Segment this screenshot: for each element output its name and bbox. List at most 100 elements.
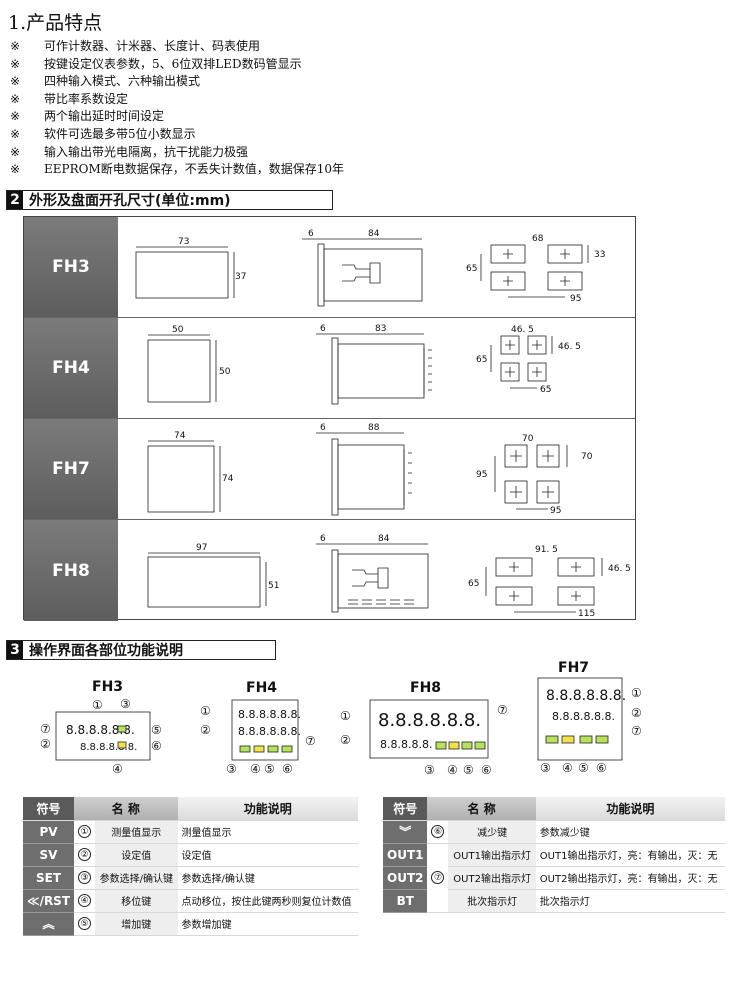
bezel [317,243,325,307]
fh8-drawings: 97 51 6 84 91. 5 46. 5 65 115 [147,534,631,619]
fh7-led [579,735,593,744]
feature-item: ※可作计数器、计米器、长度计、码表使用 [10,38,344,56]
table-row: SET ③ 参数选择/确认键 参数选择/确认键 [23,866,358,890]
dim-pitch-h: 95 [550,506,561,516]
cutout [500,362,520,382]
cutout [557,557,595,577]
section2-title: 外形及盘面开孔尺寸(单位:mm) [29,193,231,209]
connector [342,262,381,284]
feature-text: 输入输出带光电隔离，抗干扰能力极强 [44,144,249,159]
callout: ① [631,686,642,700]
row-symbol: OUT1 [383,843,428,867]
col-func: 功能说明 [535,797,725,821]
fh4-led [253,745,265,753]
table-row: ≪/RST ④ 移位键 点动移位，按住此键两秒则复位计数值 [23,889,358,913]
feature-marker: ※ [10,74,21,89]
feature-marker: ※ [10,39,21,53]
dim-row-fh3: FH3 73 37 6 84 68 33 65 [24,217,635,318]
dim-cut-h: 46. 5 [558,342,581,352]
dim-pitch-h: 95 [570,294,581,304]
callout: ⑤ [151,723,162,737]
row-func: 设定值 [177,843,358,867]
panel-title-fh7: FH7 [558,660,589,676]
dim-cut-h: 46. 5 [608,564,631,574]
side-view [337,444,405,510]
cutout [536,480,560,504]
model-label: FH7 [24,419,118,519]
row-name: 减少键 [448,820,536,844]
row-func: OUT1输出指示灯，亮：有输出，灭：无 [535,843,725,867]
row-name: 增加键 [95,912,178,936]
dim-row-fh8: FH8 97 51 6 84 91. 5 46. 5 65 [24,520,635,621]
dim-pitch-h: 115 [578,609,595,619]
row-name: 测量值显示 [95,820,178,844]
row-symbol: ︽ [23,912,75,936]
row-name: 设定值 [95,843,178,867]
row-func: 参数减少键 [535,820,725,844]
cutout [495,586,533,606]
cross-marks [510,450,554,498]
feature-text: 两个输出延时时间设定 [44,109,165,124]
panel-diagrams: FH3 8.8.8.8.8.8. 8.8.8.8.8.8. ⑦ ② ① ③ ⑤ … [40,660,642,777]
dim-front-w: 74 [174,431,186,441]
dim-side-b: 84 [368,229,380,239]
callout: ⑦ [40,722,51,736]
col-symbol: 符号 [383,797,428,821]
row-num: ① [78,825,92,838]
callout: ③ [120,697,131,711]
row-num-cell: ⑦ [427,843,449,913]
fh7-led [545,735,559,744]
row-num-cell: ⑤ [74,912,96,936]
callout: ⑥ [282,762,293,776]
cutout [557,586,595,606]
fh8-led [474,741,486,750]
fh8-sv-display: 8.8.8.8.8. [380,738,432,751]
panel-title-fh8: FH8 [410,680,441,696]
feature-item: ※两个输出延时时间设定 [10,108,344,126]
cutout [536,444,560,468]
row-func: 批次指示灯 [535,889,725,913]
side-view [337,553,429,609]
row-symbol: BT [383,889,428,913]
fh7-led [595,735,609,744]
front-view [135,251,229,299]
callout: ② [631,706,642,720]
callout: ④ [447,763,458,777]
feature-text: 按键设定仪表参数，5、6位双排LED数码管显示 [44,56,302,71]
fh4-panel [231,699,299,761]
fh4-pv-display: 8.8.8.8.8.8. [238,708,301,721]
dim-front-w: 73 [178,237,189,247]
row-num-cell: ④ [74,889,96,913]
row-num: ⑤ [78,917,92,930]
callout: ⑦ [631,724,642,738]
dim-side-a: 6 [308,229,314,239]
dim-front-h: 51 [268,581,279,591]
cutout [490,244,526,264]
fh8-pv-display: 8.8.8.8.8.8. [378,710,481,731]
dim-pitch-v: 65 [468,579,479,589]
feature-marker: ※ [10,126,21,141]
cutout [504,444,528,468]
section3-header: 3 操作界面各部位功能说明 [6,640,276,660]
fh8-led [461,741,473,750]
row-num-cell: ② [74,843,96,867]
fh3-drawings: 73 37 6 84 68 33 65 95 [135,229,605,307]
fh7-led [561,735,575,744]
fh7-sv-display: 8.8.8.8.8.8. [552,710,615,723]
section1-title: 1.产品特点 [8,12,103,34]
table-row: OUT1 ⑦ OUT1输出指示灯 OUT1输出指示灯，亮：有输出，灭：无 [383,843,725,913]
callout: ⑥ [596,761,607,775]
callout: ③ [424,763,435,777]
callout: ④ [250,762,261,776]
front-view [147,445,215,513]
panel-title-fh3: FH3 [92,679,123,695]
dimension-table: FH3 73 37 6 84 68 33 65 [23,216,636,621]
fh4-led [281,745,293,753]
fh3-pv-display: 8.8.8.8.8.8. [66,723,135,737]
callout: ⑤ [264,762,275,776]
section2-header: 2 外形及盘面开孔尺寸(单位:mm) [6,190,333,210]
row-num-cell: ① [74,820,96,844]
dim-side-a: 6 [320,534,326,544]
dim-cut-h: 33 [594,250,605,260]
callout: ② [40,737,51,751]
